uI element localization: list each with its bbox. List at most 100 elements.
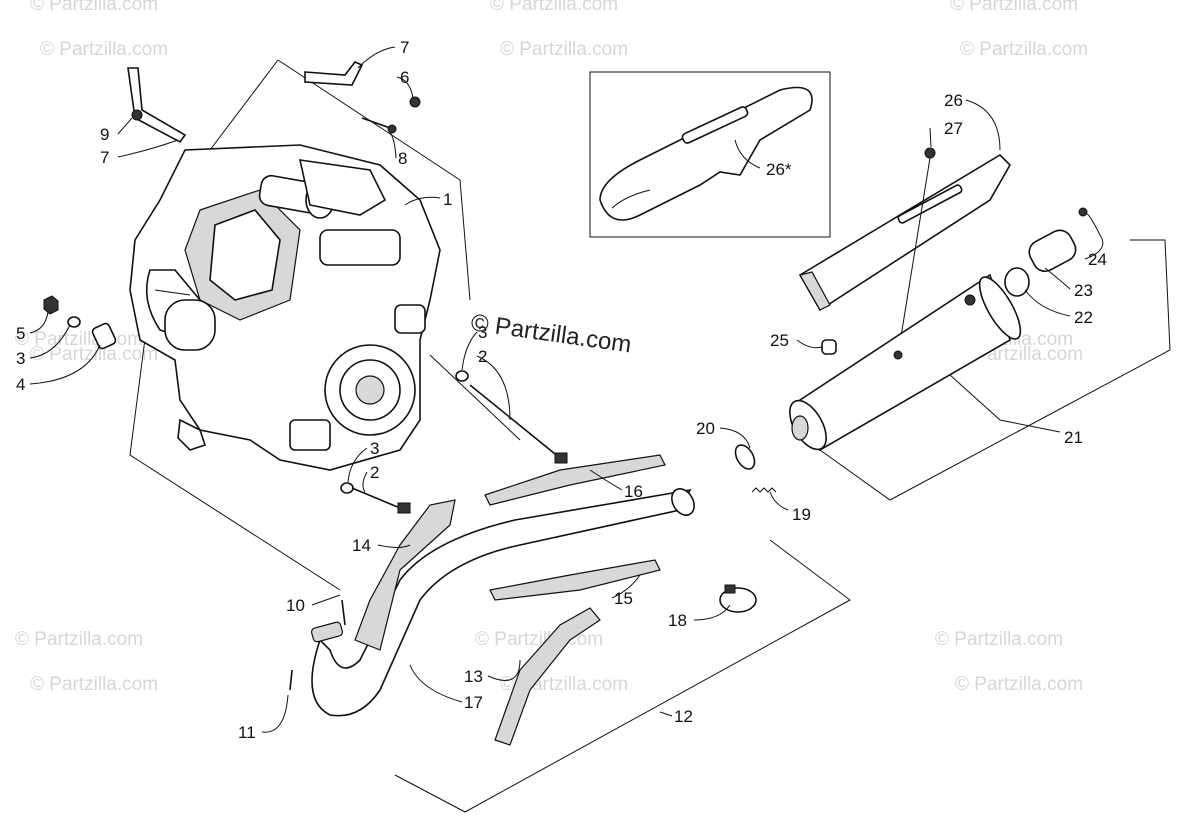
- through-bolt-head-upper: [554, 452, 568, 464]
- spark-arrestor: [1004, 207, 1088, 297]
- heat-shield-13: [494, 607, 601, 746]
- leader-line: [29, 344, 101, 385]
- callout-4: 4: [16, 375, 25, 394]
- thermostat-housing: [289, 419, 331, 451]
- watermark: © Partzilla.com: [30, 674, 158, 695]
- mounting-brackets: [127, 61, 421, 144]
- callout-6: 6: [400, 68, 409, 87]
- clamp-screw: [724, 584, 736, 594]
- output-yoke: [177, 418, 207, 451]
- heat-shield-alt-edge: [611, 189, 651, 209]
- leader-line: [796, 339, 823, 349]
- engine-stud: [154, 289, 191, 296]
- leader-line: [769, 491, 789, 511]
- watermark: © Partzilla.com: [475, 629, 603, 650]
- leader-line: [357, 46, 396, 69]
- heat-shield-26-slot: [897, 184, 963, 224]
- callout-2: 2: [370, 463, 379, 482]
- breather: [394, 304, 426, 334]
- callout-26: 26: [944, 91, 963, 110]
- watermark: © Partzilla.com: [935, 629, 1063, 650]
- nut-5: [43, 295, 59, 315]
- muffler-assembly-outline: [819, 239, 1171, 501]
- leader-line: [261, 694, 289, 733]
- bracket-bolt: [361, 117, 391, 129]
- leader-lines: [29, 46, 1104, 733]
- callout-13: 13: [464, 667, 483, 686]
- spring-19: [751, 487, 777, 493]
- callout-8: 8: [398, 149, 407, 168]
- leader-line: [589, 469, 623, 491]
- callout-24: 24: [1088, 250, 1107, 269]
- bracket-nut-right: [409, 96, 421, 108]
- callout-20: 20: [696, 419, 715, 438]
- engine-bracket-left: [127, 67, 187, 144]
- callout-17: 17: [464, 693, 483, 712]
- leader-line: [949, 374, 1061, 433]
- exhaust-pipe-assembly-outline: [394, 539, 851, 813]
- callout-25: 25: [770, 331, 789, 350]
- leader-line: [377, 544, 411, 548]
- leader-line: [719, 427, 751, 449]
- watermark: © Partzilla.com: [950, 0, 1078, 15]
- stator-cover-hub: [355, 375, 385, 405]
- callout-11: 11: [238, 723, 256, 742]
- watermark: © Partzilla.com: [40, 39, 168, 60]
- engine: [129, 144, 521, 471]
- leader-line: [311, 594, 341, 606]
- heat-shield-inset: [599, 86, 813, 221]
- callout-26-alt: 26*: [766, 160, 792, 179]
- muffler-heat-shield: [798, 147, 1011, 356]
- callout-23: 23: [1074, 281, 1093, 300]
- callout-2: 2: [478, 347, 487, 366]
- bolt-head-lower: [397, 502, 411, 514]
- muffler-inlet: [791, 415, 809, 441]
- leader-line: [611, 574, 641, 599]
- heat-shield-16: [484, 454, 666, 506]
- watermark: © Partzilla.com: [500, 39, 628, 60]
- callout-labels: 1 2 2 3 3 3 4 5 6 7 7 8 9 10 11 12 13 14…: [16, 38, 1107, 742]
- engine-outline-top: [277, 59, 471, 301]
- screw-24: [1078, 207, 1088, 217]
- leader-line: [693, 604, 731, 621]
- heat-shield-26-edge: [799, 271, 831, 311]
- pipe-heat-shields: [354, 454, 666, 746]
- leader-line: [117, 139, 179, 158]
- callout-12: 12: [674, 707, 693, 726]
- leader-line: [659, 711, 673, 717]
- leader-line: [396, 76, 414, 99]
- callout-18: 18: [668, 611, 687, 630]
- gasket-22: [1004, 267, 1030, 297]
- leader-line: [929, 127, 932, 148]
- washer-3-upper: [455, 370, 469, 382]
- washer-3-lower: [340, 482, 354, 494]
- watermark: © Partzilla.com: [960, 39, 1088, 60]
- watermark: © Partzilla.com: [490, 0, 618, 15]
- leader-line: [409, 664, 463, 703]
- callout-7: 7: [400, 38, 409, 57]
- leader-line: [1044, 267, 1071, 290]
- valve-cover: [209, 209, 281, 301]
- leader-1: [429, 354, 521, 441]
- leader-line: [389, 131, 397, 159]
- watermark: © Partzilla.com: [30, 0, 158, 15]
- oil-filter: [164, 299, 216, 351]
- spark-arrestor-23: [1028, 229, 1077, 273]
- callout-27: 27: [944, 119, 963, 138]
- leader-line: [1024, 289, 1071, 317]
- leader-line: [29, 311, 49, 334]
- bolt-2-lower: [351, 487, 401, 509]
- leader-line: [476, 355, 511, 421]
- callout-21: 21: [1064, 428, 1083, 447]
- callout-22: 22: [1074, 308, 1093, 327]
- screw-27-leader: [897, 157, 931, 356]
- clutch-housing-top: [298, 159, 387, 216]
- bracket-nut-left: [131, 109, 143, 121]
- leader-line: [29, 324, 71, 359]
- heat-shield-14: [354, 499, 456, 651]
- gasket-20: [734, 444, 756, 470]
- watermark: © Partzilla.com: [955, 674, 1083, 695]
- muffler-outlet-end: [978, 276, 1022, 340]
- leader-line: [461, 331, 478, 371]
